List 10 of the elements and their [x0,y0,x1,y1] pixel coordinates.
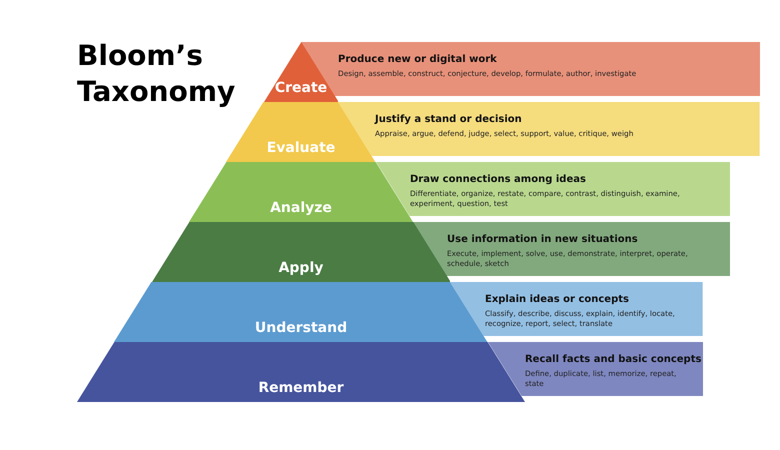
tier-label: Remember [257,380,345,396]
tier-label: Create [274,80,328,96]
diagram-title: Bloom’s Taxonomy [77,38,236,110]
band-heading: Use information in new situations [447,234,638,245]
tier-label: Evaluate [266,140,336,156]
band-heading: Produce new or digital work [338,54,497,65]
band-heading: Recall facts and basic concepts [524,354,702,365]
band-heading: Justify a stand or decision [374,114,522,125]
band-heading: Explain ideas or concepts [484,294,629,305]
band-heading: Draw connections among ideas [410,174,586,185]
